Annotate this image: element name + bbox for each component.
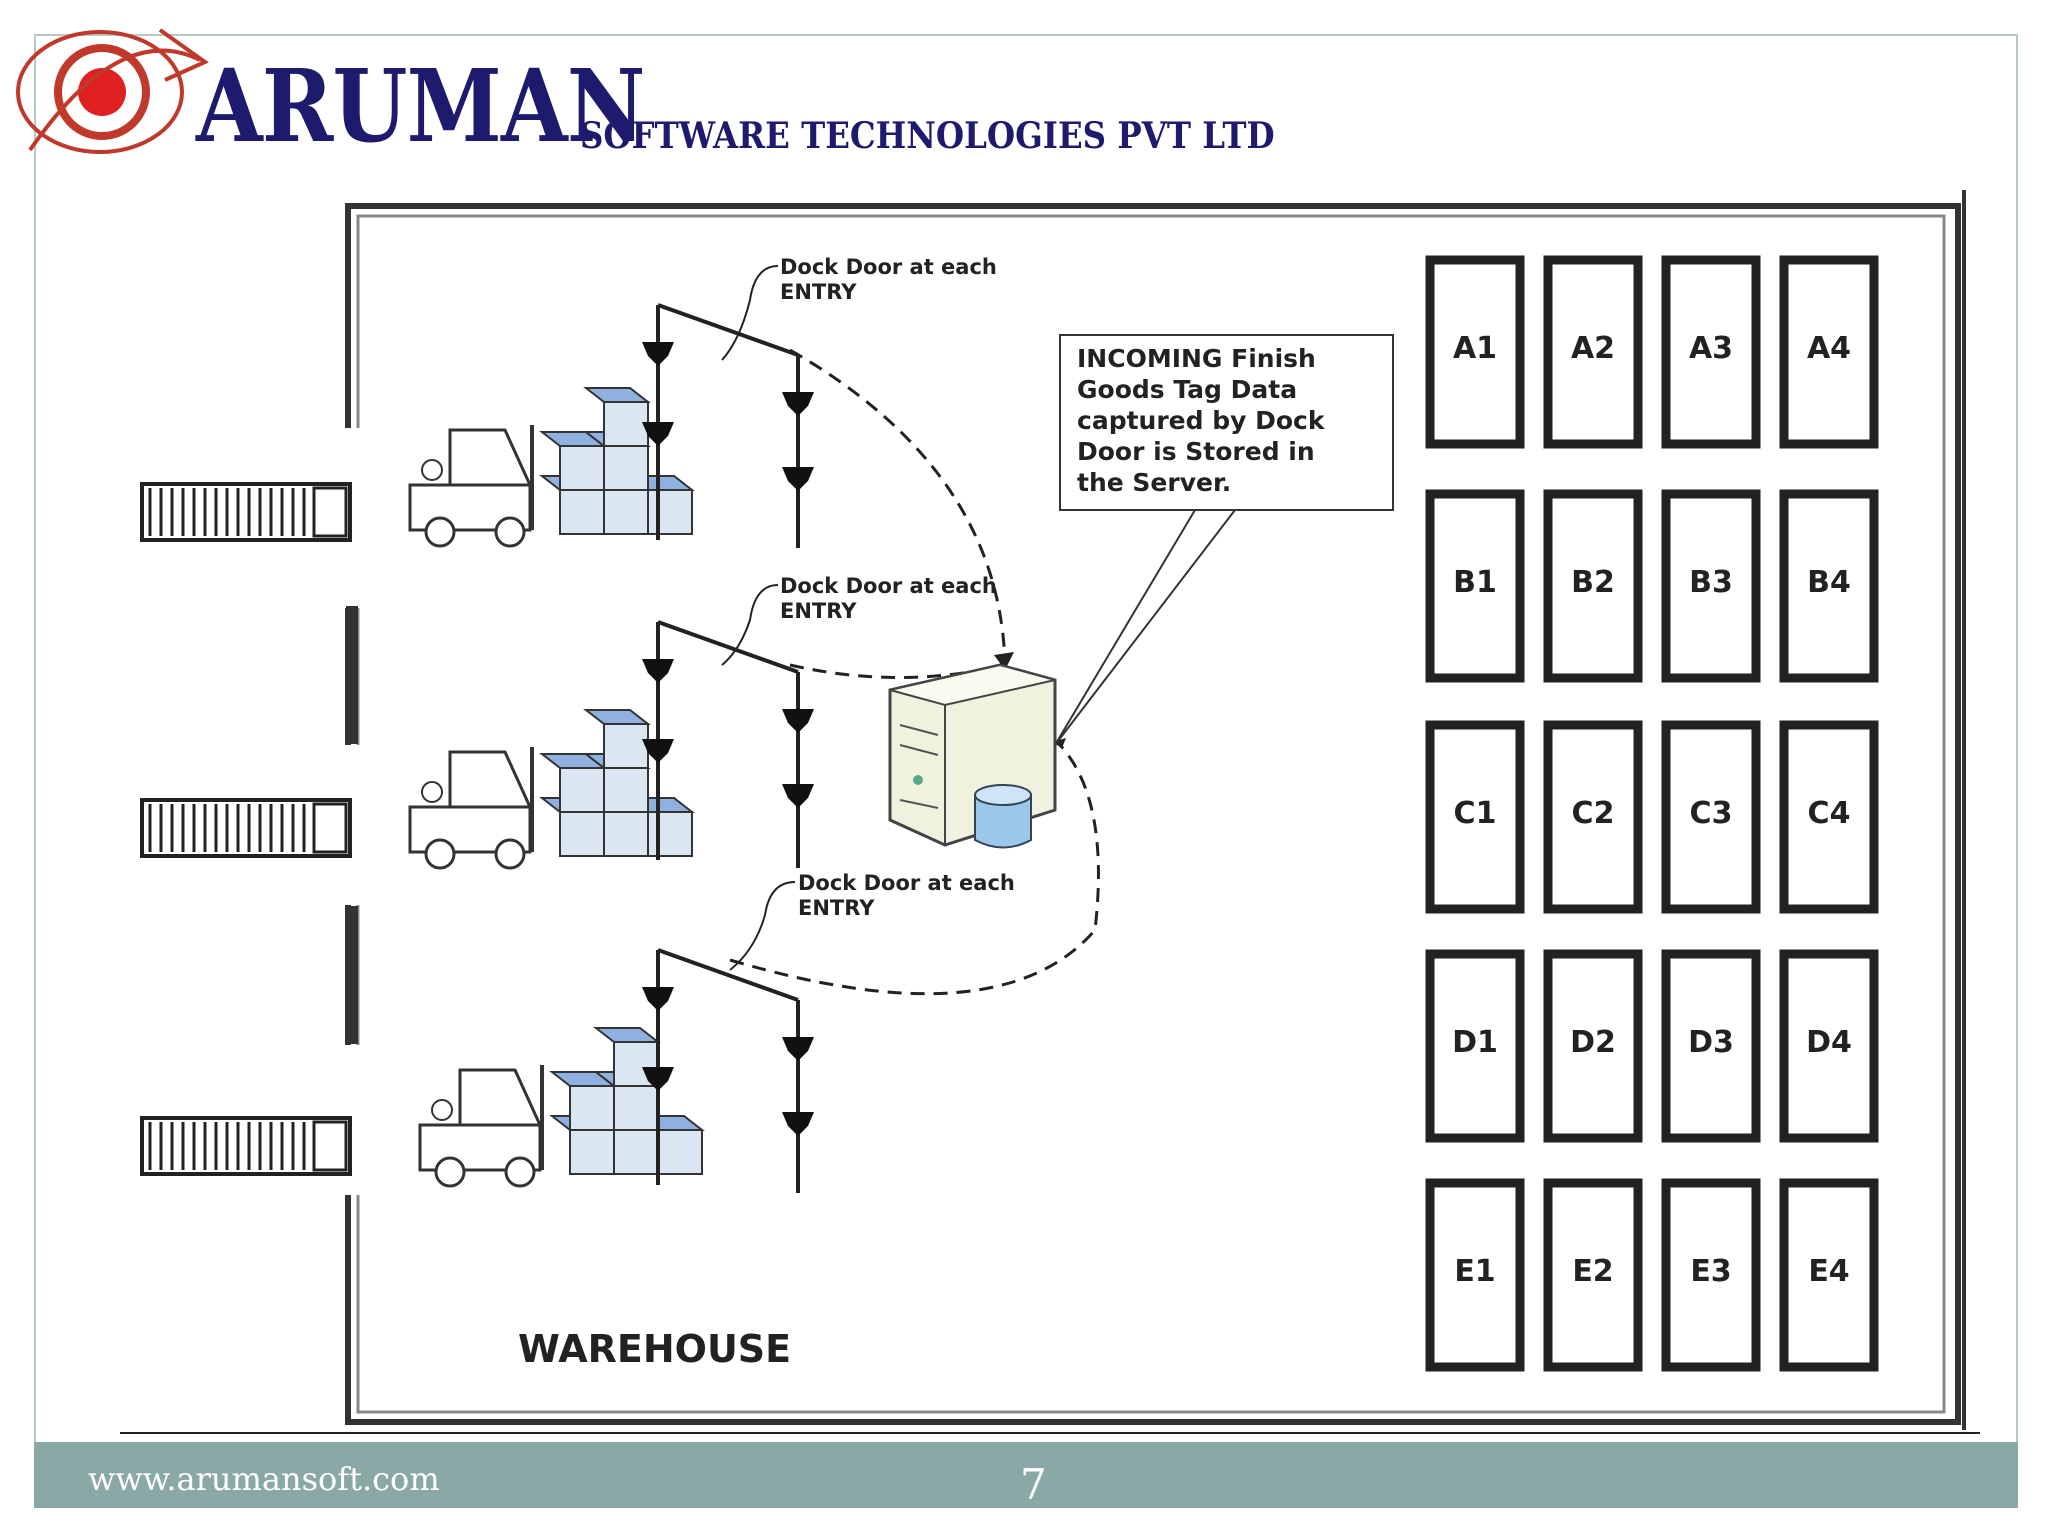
dock-label-line1: Dock Door at each (798, 871, 1015, 895)
dock-label-line2: ENTRY (780, 599, 857, 623)
footer-bar (34, 1442, 2018, 1508)
storage-bin-label: A3 (1689, 331, 1733, 366)
storage-bin-label: D1 (1452, 1025, 1498, 1060)
arrow-head-icon (994, 652, 1014, 670)
cargo-boxes (539, 709, 695, 857)
dock-ramps (140, 482, 352, 1176)
dock-door-reader (642, 303, 814, 548)
dock-label-line1: Dock Door at each (780, 574, 997, 598)
storage-bin-label: C1 (1454, 796, 1497, 831)
logo-icon (16, 28, 210, 154)
arrow-head-icon (1052, 738, 1066, 748)
rfid-antenna-icon (642, 987, 674, 1011)
storage-bin-b1: B1 (1425, 489, 1525, 683)
rfid-antenna-icon (642, 422, 674, 446)
rfid-antenna-icon (782, 467, 814, 491)
storage-bin-b3: B3 (1661, 489, 1761, 683)
storage-bin-c2: C2 (1543, 720, 1643, 914)
storage-bin-label: B2 (1571, 565, 1615, 600)
forklift-icon (408, 425, 534, 548)
callout-text-line: INCOMING Finish (1077, 344, 1316, 373)
page-number: 7 (1020, 1460, 1047, 1509)
dock-label-line2: ENTRY (780, 280, 857, 304)
rfid-antenna-icon (782, 709, 814, 733)
rfid-antenna-icon (642, 739, 674, 763)
warehouse-label: WAREHOUSE (518, 1327, 791, 1371)
forklift-icon (418, 1065, 544, 1188)
cargo-boxes (549, 1027, 705, 1175)
storage-bin-label: C4 (1808, 796, 1851, 831)
footer-rule (120, 1432, 1980, 1434)
rfid-antenna-icon (642, 659, 674, 683)
data-flow-lines (729, 348, 1100, 996)
callout-text-line: Door is Stored in (1077, 437, 1315, 466)
storage-bin-d4: D4 (1779, 949, 1879, 1143)
storage-bin-label: B4 (1807, 565, 1851, 600)
rfid-antenna-icon (782, 392, 814, 416)
brand-name: ARUMAN (196, 47, 645, 165)
storage-bin-label: E3 (1690, 1254, 1731, 1289)
storage-bin-c3: C3 (1661, 720, 1761, 914)
dock-label-leaders (721, 265, 796, 971)
dock-door-readers (642, 303, 814, 1193)
storage-bin-label: B1 (1453, 565, 1497, 600)
rfid-antenna-icon (782, 784, 814, 808)
callout-text-line: the Server. (1077, 468, 1231, 497)
storage-bin-b2: B2 (1543, 489, 1643, 683)
storage-bin-d1: D1 (1425, 949, 1525, 1143)
storage-bin-e3: E3 (1661, 1178, 1761, 1372)
storage-bin-label: B3 (1689, 565, 1733, 600)
footer-url[interactable]: www.arumansoft.com (88, 1460, 440, 1498)
dock-ramp (140, 1116, 352, 1176)
storage-bin-label: D3 (1688, 1025, 1734, 1060)
storage-bin-label: E4 (1808, 1254, 1849, 1289)
storage-bin-e4: E4 (1779, 1178, 1879, 1372)
callout-text-line: captured by Dock (1077, 406, 1326, 435)
storage-bin-a3: A3 (1661, 255, 1761, 449)
forklift-icon (408, 747, 534, 870)
cargo-boxes (539, 387, 695, 535)
dock-door-reader (642, 620, 814, 868)
dock-label-line2: ENTRY (798, 896, 875, 920)
callout-text-line: Goods Tag Data (1077, 375, 1297, 404)
storage-bin-label: A2 (1571, 331, 1615, 366)
storage-bin-label: E1 (1454, 1254, 1495, 1289)
storage-bin-label: D4 (1806, 1025, 1852, 1060)
storage-bin-b4: B4 (1779, 489, 1879, 683)
storage-bin-d2: D2 (1543, 949, 1643, 1143)
rfid-antenna-icon (642, 342, 674, 366)
storage-bin-label: D2 (1570, 1025, 1616, 1060)
storage-bin-c1: C1 (1425, 720, 1525, 914)
storage-bin-a4: A4 (1779, 255, 1879, 449)
storage-bin-a1: A1 (1425, 255, 1525, 449)
rfid-antenna-icon (782, 1112, 814, 1136)
storage-bin-label: C2 (1572, 796, 1615, 831)
dock-ramp (140, 482, 352, 542)
callout-box (1054, 334, 1394, 746)
storage-bin-label: A4 (1807, 331, 1851, 366)
brand-subtitle: SOFTWARE TECHNOLOGIES PVT LTD (580, 115, 1275, 157)
storage-bin-label: E2 (1572, 1254, 1613, 1289)
storage-bin-label: A1 (1453, 331, 1497, 366)
forklifts (408, 387, 705, 1188)
dock-door-reader (642, 948, 814, 1193)
rfid-antenna-icon (782, 1037, 814, 1061)
storage-bin-e1: E1 (1425, 1178, 1525, 1372)
storage-bin-a2: A2 (1543, 255, 1643, 449)
dock-ramp (140, 798, 352, 858)
storage-bin-label: C3 (1690, 796, 1733, 831)
database-icon (974, 784, 1032, 849)
storage-bin-e2: E2 (1543, 1178, 1643, 1372)
dock-label-line1: Dock Door at each (780, 255, 997, 279)
storage-bin-d3: D3 (1661, 949, 1761, 1143)
rfid-antenna-icon (642, 1067, 674, 1091)
storage-bin-c4: C4 (1779, 720, 1879, 914)
